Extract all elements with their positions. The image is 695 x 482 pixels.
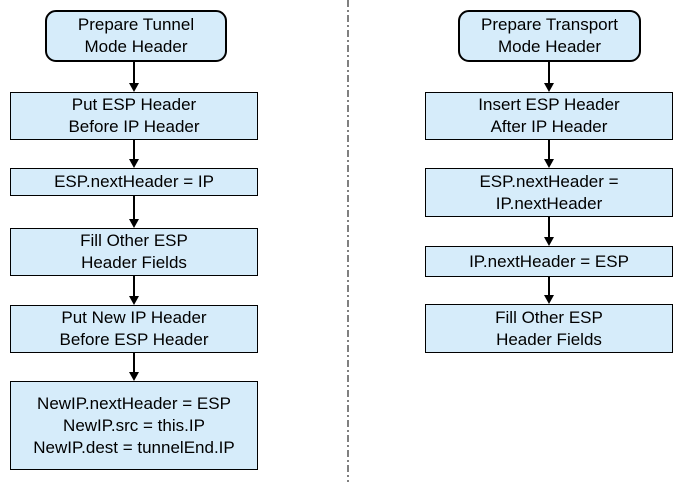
node-esp-nextheader-equals-ip-nextheader: ESP.nextHeader = IP.nextHeader [425, 168, 673, 217]
arrow-shaft [133, 353, 135, 373]
arrow-shaft [133, 196, 135, 220]
node-esp-nextheader-equals-ip: ESP.nextHeader = IP [10, 168, 258, 196]
arrowhead-icon [129, 296, 139, 305]
arrow-shaft [133, 140, 135, 160]
arrowhead-icon [544, 237, 554, 246]
arrow-shaft [548, 62, 550, 84]
arrowhead-icon [544, 159, 554, 168]
arrow-shaft [548, 217, 550, 238]
arrow-down-icon [129, 196, 139, 228]
arrow-shaft [133, 276, 135, 297]
node-put-esp-header-before-ip-header: Put ESP Header Before IP Header [10, 92, 258, 140]
arrow-down-icon [129, 353, 139, 381]
node-fill-other-esp-header-fields-transport: Fill Other ESP Header Fields [425, 304, 673, 353]
arrowhead-icon [129, 83, 139, 92]
arrow-down-icon [129, 140, 139, 168]
node-prepare-tunnel-mode-header: Prepare Tunnel Mode Header [45, 10, 227, 62]
arrow-down-icon [544, 277, 554, 304]
divider-dashed-line [347, 0, 349, 482]
arrow-down-icon [544, 140, 554, 168]
arrowhead-icon [129, 159, 139, 168]
arrow-down-icon [544, 217, 554, 246]
arrow-shaft [133, 62, 135, 84]
arrowhead-icon [129, 219, 139, 228]
node-put-new-ip-header-before-esp-header: Put New IP Header Before ESP Header [10, 305, 258, 353]
arrow-down-icon [129, 62, 139, 92]
arrowhead-icon [544, 295, 554, 304]
node-fill-other-esp-header-fields-tunnel: Fill Other ESP Header Fields [10, 228, 258, 276]
arrow-down-icon [544, 62, 554, 92]
arrow-shaft [548, 277, 550, 296]
node-prepare-transport-mode-header: Prepare Transport Mode Header [458, 10, 641, 62]
arrowhead-icon [544, 83, 554, 92]
node-ip-nextheader-equals-esp: IP.nextHeader = ESP [425, 246, 673, 277]
arrow-shaft [548, 140, 550, 160]
node-insert-esp-header-after-ip-header: Insert ESP Header After IP Header [425, 92, 673, 140]
arrowhead-icon [129, 372, 139, 381]
node-newip-assignments: NewIP.nextHeader = ESP NewIP.src = this.… [10, 381, 258, 470]
arrow-down-icon [129, 276, 139, 305]
